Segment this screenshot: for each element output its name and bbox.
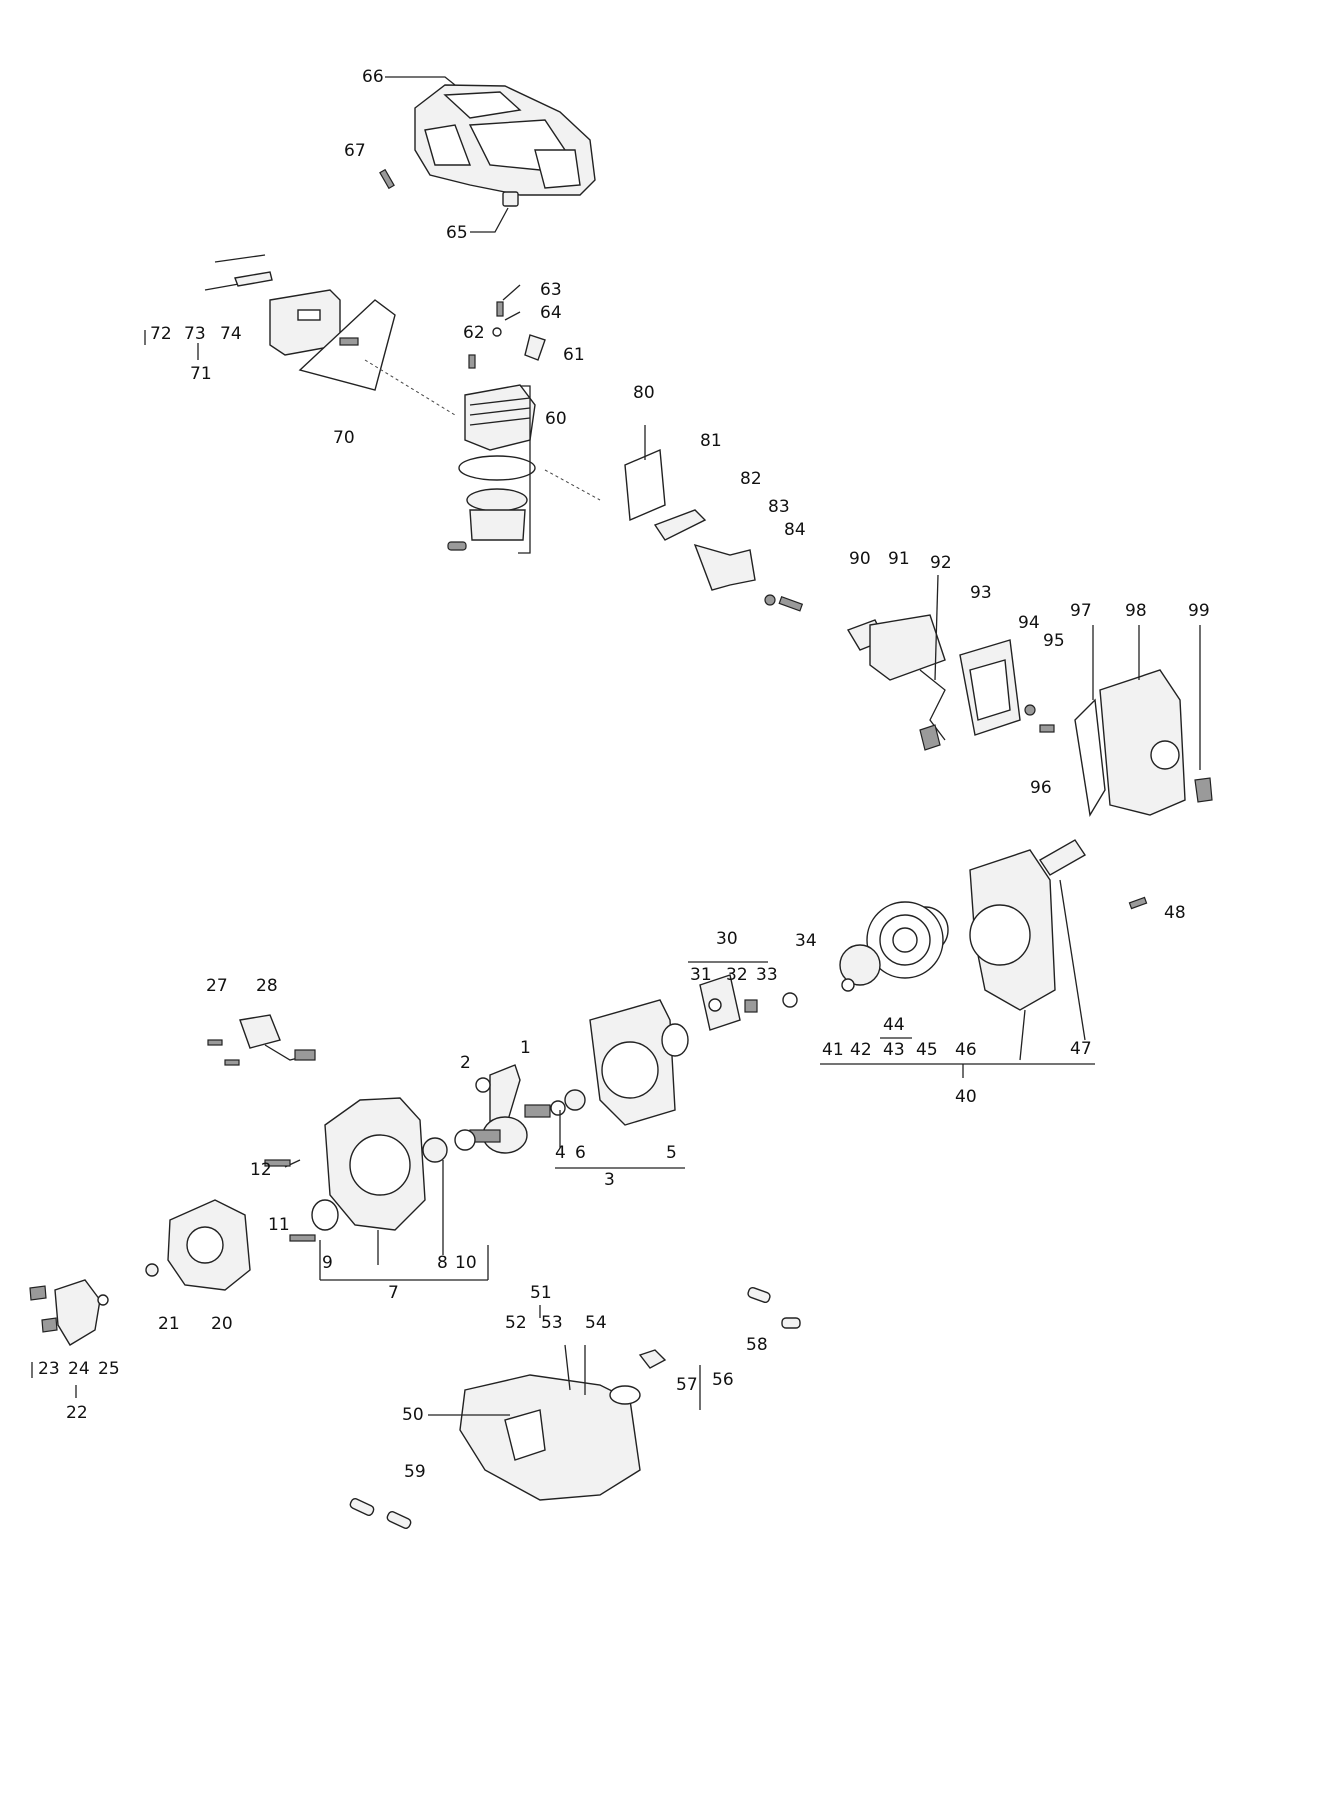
callout-11: 11 bbox=[268, 1215, 290, 1235]
callout-23: 23 bbox=[38, 1359, 60, 1379]
screw-62-part bbox=[468, 354, 476, 369]
callout-25: 25 bbox=[98, 1359, 120, 1379]
callout-2: 2 bbox=[460, 1053, 471, 1073]
callout-12: 12 bbox=[250, 1160, 272, 1180]
crankcase-right-part bbox=[550, 999, 689, 1126]
bolts-63-64-part bbox=[492, 301, 504, 337]
air-filter-cover-part bbox=[1074, 669, 1213, 818]
ignition-module-part bbox=[699, 974, 798, 1031]
callout-34: 34 bbox=[795, 931, 817, 951]
air-filter-base-part bbox=[959, 639, 1055, 736]
callout-24: 24 bbox=[68, 1359, 90, 1379]
callout-54: 54 bbox=[585, 1313, 607, 1333]
callout-31: 31 bbox=[690, 965, 712, 985]
bolt-11-part bbox=[289, 1234, 316, 1242]
feet-59-part bbox=[349, 1498, 412, 1529]
callout-70: 70 bbox=[333, 428, 355, 448]
bolt-12-part bbox=[264, 1159, 291, 1167]
callout-40: 40 bbox=[955, 1087, 977, 1107]
callout-60: 60 bbox=[545, 409, 567, 429]
callout-57: 57 bbox=[676, 1375, 698, 1395]
callout-4: 4 bbox=[555, 1143, 566, 1163]
callout-42: 42 bbox=[850, 1040, 872, 1060]
callout-59: 59 bbox=[404, 1462, 426, 1482]
callout-8: 8 bbox=[437, 1253, 448, 1273]
callout-73: 73 bbox=[184, 324, 206, 344]
callout-10: 10 bbox=[455, 1253, 477, 1273]
callout-82: 82 bbox=[740, 469, 762, 489]
callout-71: 71 bbox=[190, 364, 212, 384]
fuel-tank-part bbox=[459, 1344, 667, 1501]
callout-84: 84 bbox=[784, 520, 806, 540]
callout-45: 45 bbox=[916, 1040, 938, 1060]
callout-27: 27 bbox=[206, 976, 228, 996]
feet-58-part bbox=[747, 1286, 801, 1329]
grommet-65-part bbox=[502, 191, 519, 207]
callout-67: 67 bbox=[344, 141, 366, 161]
callout-96: 96 bbox=[1030, 778, 1052, 798]
engine-cover-part bbox=[414, 84, 596, 196]
crankcase-left-part bbox=[311, 1097, 476, 1231]
callout-30: 30 bbox=[716, 929, 738, 949]
callout-22: 22 bbox=[66, 1403, 88, 1423]
callout-95: 95 bbox=[1043, 631, 1065, 651]
muffler-part bbox=[204, 254, 396, 391]
callout-74: 74 bbox=[220, 324, 242, 344]
callout-21: 21 bbox=[158, 1314, 180, 1334]
callout-43: 43 bbox=[883, 1040, 905, 1060]
callout-91: 91 bbox=[888, 549, 910, 569]
callout-99: 99 bbox=[1188, 601, 1210, 621]
flywheel-part bbox=[145, 1199, 251, 1291]
cylinder-part bbox=[447, 384, 536, 551]
callout-61: 61 bbox=[563, 345, 585, 365]
callout-81: 81 bbox=[700, 431, 722, 451]
callout-66: 66 bbox=[362, 67, 384, 87]
intake-gasket-part bbox=[624, 448, 804, 612]
crankshaft-part bbox=[469, 1064, 551, 1154]
callout-47: 47 bbox=[1070, 1039, 1092, 1059]
callout-80: 80 bbox=[633, 383, 655, 403]
callout-51: 51 bbox=[530, 1283, 552, 1303]
ignition-coil-part bbox=[207, 1014, 316, 1066]
callout-53: 53 bbox=[541, 1313, 563, 1333]
callout-72: 72 bbox=[150, 324, 172, 344]
carburetor-part bbox=[846, 614, 946, 751]
callout-44: 44 bbox=[883, 1015, 905, 1035]
callout-90: 90 bbox=[849, 549, 871, 569]
callout-93: 93 bbox=[970, 583, 992, 603]
callout-56: 56 bbox=[712, 1370, 734, 1390]
callout-41: 41 bbox=[822, 1040, 844, 1060]
callout-83: 83 bbox=[768, 497, 790, 517]
callout-28: 28 bbox=[256, 976, 278, 996]
callout-52: 52 bbox=[505, 1313, 527, 1333]
callout-63: 63 bbox=[540, 280, 562, 300]
callout-50: 50 bbox=[402, 1405, 424, 1425]
callout-33: 33 bbox=[756, 965, 778, 985]
spark-plug-part bbox=[524, 334, 546, 361]
callout-9: 9 bbox=[322, 1253, 333, 1273]
clutch-part bbox=[29, 1279, 109, 1346]
callout-62: 62 bbox=[463, 323, 485, 343]
callout-65: 65 bbox=[446, 223, 468, 243]
screw-48-part bbox=[1128, 896, 1148, 910]
callout-32: 32 bbox=[726, 965, 748, 985]
callout-5: 5 bbox=[666, 1143, 677, 1163]
callout-92: 92 bbox=[930, 553, 952, 573]
callout-64: 64 bbox=[540, 303, 562, 323]
recoil-spring-part bbox=[839, 901, 949, 992]
callout-20: 20 bbox=[211, 1314, 233, 1334]
starter-housing-part bbox=[969, 839, 1086, 1011]
callout-48: 48 bbox=[1164, 903, 1186, 923]
screw-67-part bbox=[379, 168, 395, 190]
callout-6: 6 bbox=[575, 1143, 586, 1163]
callout-3: 3 bbox=[604, 1170, 615, 1190]
callout-46: 46 bbox=[955, 1040, 977, 1060]
callout-7: 7 bbox=[388, 1283, 399, 1303]
callout-58: 58 bbox=[746, 1335, 768, 1355]
callout-98: 98 bbox=[1125, 601, 1147, 621]
callout-97: 97 bbox=[1070, 601, 1092, 621]
callout-94: 94 bbox=[1018, 613, 1040, 633]
callout-1: 1 bbox=[520, 1038, 531, 1058]
